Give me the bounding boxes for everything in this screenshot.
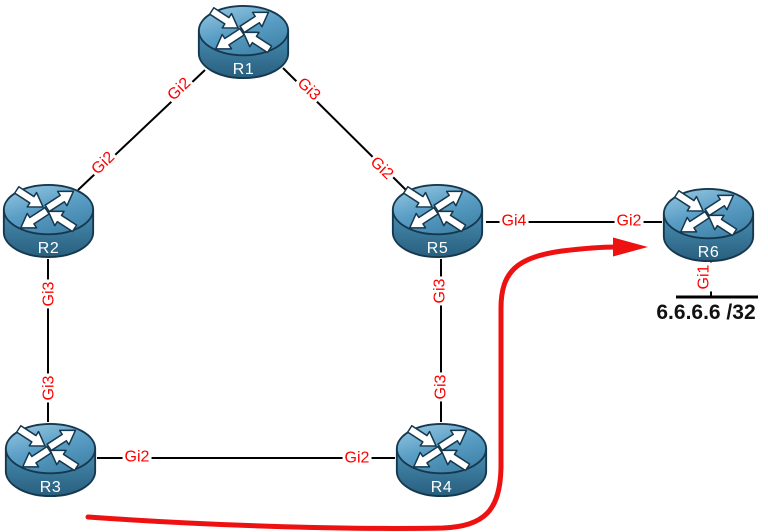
router-label: R1	[232, 61, 255, 78]
router-r2: R2	[1, 182, 96, 260]
interface-label-r4-gi3: Gi3	[432, 372, 451, 402]
router-r4: R4	[394, 421, 489, 499]
interface-label-r3-gi2: Gi2	[122, 448, 152, 467]
router-label: R2	[37, 240, 60, 257]
interface-label-r5-gi4: Gi4	[499, 212, 529, 231]
router-label: R6	[697, 244, 720, 261]
traffic-path-arrowhead-icon	[613, 237, 648, 257]
router-label: R4	[430, 479, 453, 496]
traffic-path-arrow-line	[85, 244, 619, 531]
interface-label-r2-gi3: Gi3	[40, 279, 59, 309]
router-r1: R1	[196, 3, 291, 81]
router-label: R3	[39, 479, 62, 496]
interface-label-r6-gi2: Gi2	[614, 212, 644, 231]
interface-label-r3-gi3: Gi3	[40, 373, 59, 403]
interface-label-r5-gi3: Gi3	[431, 276, 450, 306]
router-r6: R6	[661, 186, 756, 264]
router-r3: R3	[3, 421, 98, 499]
router-r5: R5	[390, 182, 485, 260]
interface-label-r6-gi1: Gi1	[695, 262, 714, 292]
router-label: R5	[426, 240, 449, 257]
interface-label-r4-gi2: Gi2	[342, 449, 372, 468]
lan-prefix-label: 6.6.6.6 /32	[656, 301, 756, 324]
